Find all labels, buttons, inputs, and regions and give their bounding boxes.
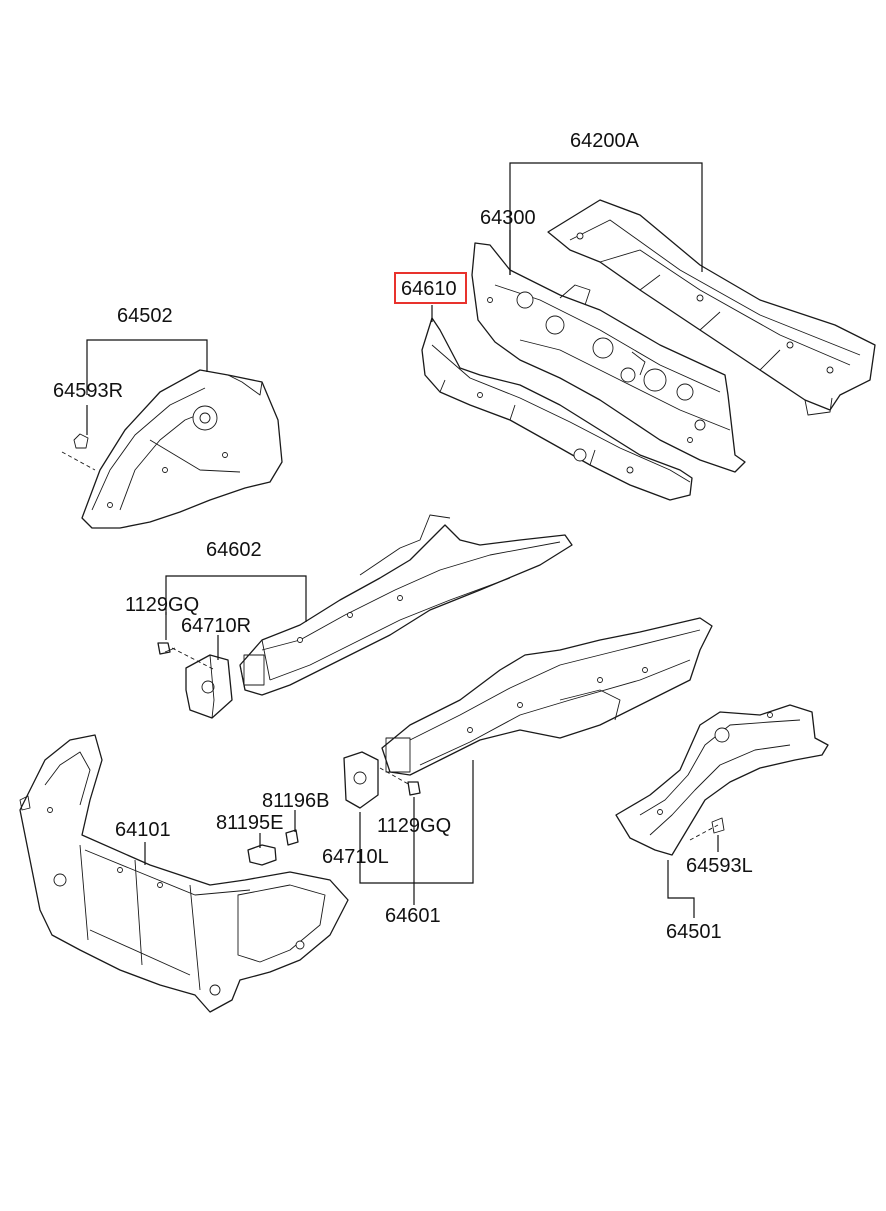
label-64501[interactable]: 64501 — [666, 921, 722, 943]
highlight-box-64610 — [394, 272, 467, 304]
leader-64501 — [667, 860, 695, 918]
label-64200A[interactable]: 64200A — [570, 130, 640, 152]
label-64593R[interactable]: 64593R — [53, 380, 123, 402]
label-1129GQ-right[interactable]: 1129GQ — [125, 594, 199, 616]
dash-64593L — [689, 824, 719, 841]
label-81195E[interactable]: 81195E — [216, 812, 283, 834]
bracket-64710L-drawing[interactable] — [343, 751, 379, 809]
side-member-right-group: 64602 1129GQ 64710R — [125, 514, 573, 719]
label-64300[interactable]: 64300 — [480, 207, 536, 229]
label-64710L[interactable]: 64710L — [322, 846, 389, 868]
wheel-house-right-group: 64502 64593R — [53, 305, 283, 529]
bolt-1129GQ-right-drawing[interactable] — [157, 642, 176, 655]
leader-64602 — [165, 575, 307, 622]
bracket-81195E-drawing[interactable] — [247, 844, 277, 866]
label-64610[interactable]: 64610 — [401, 278, 457, 300]
wheel-house-right-drawing[interactable] — [73, 369, 283, 529]
radiator-support-group: 64101 81196B 81195E — [19, 734, 349, 1013]
label-64502[interactable]: 64502 — [117, 305, 173, 327]
cowl-panel-group: 64200A 64300 64610 — [394, 130, 876, 501]
radiator-support-drawing[interactable] — [19, 734, 349, 1013]
leader-64502 — [86, 339, 208, 395]
bolt-1129GQ-left-drawing[interactable] — [407, 781, 421, 796]
label-64101[interactable]: 64101 — [115, 819, 171, 841]
leader-64601 — [359, 760, 474, 884]
dash-64593R — [61, 451, 96, 471]
label-64710R[interactable]: 64710R — [181, 615, 251, 637]
wheel-house-left-group: 64593L 64501 — [615, 704, 829, 943]
bracket-64710R-drawing[interactable] — [185, 654, 233, 719]
label-64602[interactable]: 64602 — [206, 539, 262, 561]
label-64601[interactable]: 64601 — [385, 905, 441, 927]
label-1129GQ-left[interactable]: 1129GQ — [377, 815, 451, 837]
side-member-left-group: 1129GQ 64710L 64601 — [322, 617, 713, 927]
label-64593L[interactable]: 64593L — [686, 855, 753, 877]
wheel-house-left-drawing[interactable] — [615, 704, 829, 856]
label-81196B[interactable]: 81196B — [262, 790, 329, 812]
side-member-left-drawing[interactable] — [381, 617, 713, 776]
dash-panel-drawing[interactable] — [471, 242, 746, 473]
dash-1129GQ-right — [171, 647, 216, 671]
clip-81196B-drawing[interactable] — [285, 829, 299, 846]
cowl-lower-panel-drawing[interactable] — [421, 317, 693, 501]
side-member-right-drawing[interactable] — [239, 514, 573, 696]
cowl-top-panel-drawing[interactable] — [547, 199, 876, 416]
dash-1129GQ-left — [379, 767, 411, 786]
leader-64200A — [509, 162, 703, 275]
